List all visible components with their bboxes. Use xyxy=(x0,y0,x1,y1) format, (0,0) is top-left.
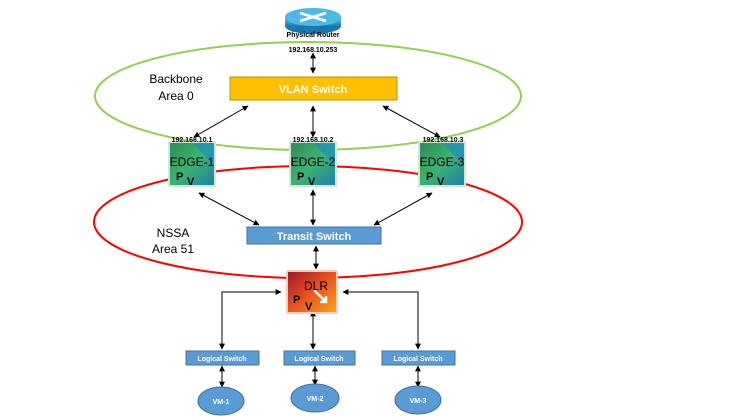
router-ip: 192.168.10.253 xyxy=(289,47,338,54)
vlan-switch[interactable]: VLAN Switch xyxy=(229,76,398,101)
vm-1[interactable]: VM-1 xyxy=(197,386,245,416)
logical-switch-1[interactable]: Logical Switch xyxy=(185,350,260,366)
svg-text:P: P xyxy=(293,294,300,306)
edge-3-ip: 192.168.10.3 xyxy=(423,137,464,144)
edge-2-label: EDGE-2 xyxy=(291,155,336,169)
connections xyxy=(193,52,441,388)
backbone-label: Backbone xyxy=(149,72,203,86)
physical-router-icon[interactable] xyxy=(285,8,341,34)
svg-text:P: P xyxy=(297,171,304,183)
dlr-ls3-link xyxy=(342,289,421,350)
dlr-ls1-link xyxy=(219,289,282,350)
edge-3[interactable]: P V EDGE-3 xyxy=(418,141,466,188)
edge-1-label: EDGE-1 xyxy=(170,155,215,169)
backbone-area-label: Area 0 xyxy=(158,89,194,103)
svg-text:V: V xyxy=(305,301,313,313)
edge-1[interactable]: P V EDGE-1 xyxy=(168,141,216,188)
dlr-label: DLR xyxy=(304,279,328,293)
dlr-icon xyxy=(288,272,336,312)
edge-1-ip: 192.168.10.1 xyxy=(172,137,213,144)
vm-2-label: VM-2 xyxy=(307,396,324,403)
dlr[interactable]: P V DLR xyxy=(286,270,338,314)
logical-switch-3[interactable]: Logical Switch xyxy=(381,350,456,366)
edge3-transit-link xyxy=(373,192,433,226)
vm-1-label: VM-1 xyxy=(213,399,230,406)
edge1-transit-link xyxy=(198,192,260,226)
vlan-edge1-link xyxy=(193,105,249,138)
nssa-area-label: Area 51 xyxy=(152,242,194,256)
vlan-edge3-link xyxy=(382,105,441,138)
vm-2[interactable]: VM-2 xyxy=(290,383,340,413)
svg-text:V: V xyxy=(437,176,445,188)
nssa-label: NSSA xyxy=(157,226,190,240)
edge-2-ip: 192.168.10.2 xyxy=(293,137,334,144)
edge-3-label: EDGE-3 xyxy=(420,155,465,169)
logical-switch-2[interactable]: Logical Switch xyxy=(283,350,356,366)
logical-switch-1-label: Logical Switch xyxy=(197,356,246,363)
transit-switch-label: Transit Switch xyxy=(277,231,352,243)
logical-switch-2-label: Logical Switch xyxy=(294,356,343,363)
router-label: Physical Router xyxy=(287,32,340,39)
vlan-switch-label: VLAN Switch xyxy=(279,84,348,96)
vm-3[interactable]: VM-3 xyxy=(394,385,442,415)
vm-3-label: VM-3 xyxy=(410,398,427,405)
transit-switch[interactable]: Transit Switch xyxy=(246,226,382,245)
svg-text:P: P xyxy=(176,171,183,183)
svg-text:P: P xyxy=(426,171,433,183)
logical-switch-3-label: Logical Switch xyxy=(393,356,442,363)
svg-text:V: V xyxy=(308,176,316,188)
svg-text:V: V xyxy=(187,176,195,188)
edge-2[interactable]: P V EDGE-2 xyxy=(289,141,337,188)
